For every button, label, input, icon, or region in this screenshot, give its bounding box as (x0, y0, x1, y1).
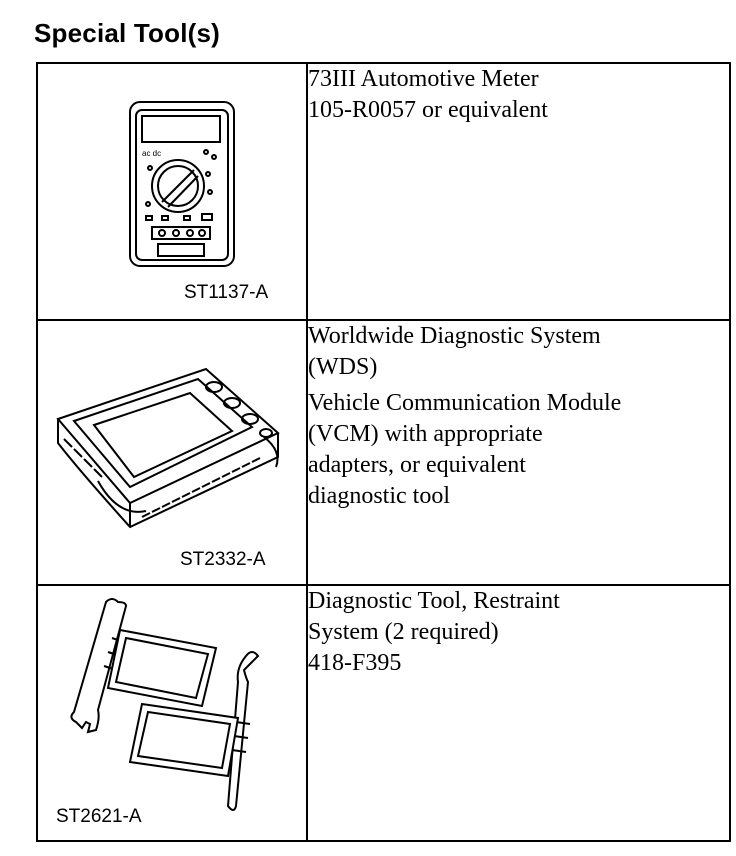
tool-detail-line: adapters, or equivalent (308, 452, 526, 478)
tool-description: 73III Automotive Meter 105-R0057 or equi… (306, 62, 731, 321)
tool-image-cell: ST2621-A (36, 584, 308, 842)
tool-row: ac dc (36, 62, 731, 321)
tool-name-line: Diagnostic Tool, Restraint (308, 588, 560, 614)
tool-part-number: 418-F395 (308, 650, 402, 676)
tool-image-cell: ac dc (36, 62, 308, 321)
diagnostic-system-icon (56, 367, 280, 529)
tool-detail-line: (VCM) with appropriate (308, 421, 543, 447)
tool-detail-line: Vehicle Communication Module (308, 390, 622, 416)
figure-code: ST2621-A (56, 806, 142, 827)
tool-row: ST2332-A Worldwide Diagnostic System (WD… (36, 319, 731, 586)
tool-name-line: (WDS) (308, 354, 378, 380)
figure-code: ST2332-A (180, 549, 266, 570)
svg-text:ac dc: ac dc (142, 149, 161, 158)
tool-detail-line: diagnostic tool (308, 483, 450, 509)
tool-name-line: System (2 required) (308, 619, 499, 645)
page-title: Special Tool(s) (34, 18, 220, 48)
restraint-tool-icon (70, 598, 260, 811)
tool-row: ST2621-A Diagnostic Tool, Restraint Syst… (36, 584, 731, 842)
multimeter-icon: ac dc (129, 101, 235, 267)
tool-part-number: 105-R0057 or equivalent (308, 97, 548, 123)
tool-description: Diagnostic Tool, Restraint System (2 req… (306, 584, 731, 842)
tool-name-line: Worldwide Diagnostic System (308, 323, 601, 349)
tool-description: Worldwide Diagnostic System (WDS) Vehicl… (306, 319, 731, 586)
figure-code: ST1137-A (184, 282, 269, 303)
tool-image-cell: ST2332-A (36, 319, 308, 586)
tool-name: 73III Automotive Meter (308, 66, 539, 92)
special-tools-table: ac dc (36, 62, 731, 842)
